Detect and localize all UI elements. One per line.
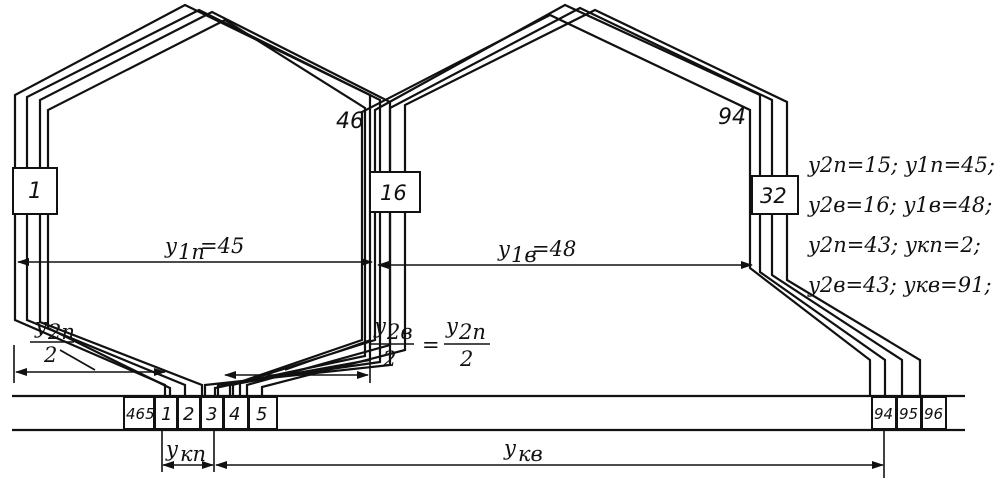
top-label-46: 46 [336, 109, 364, 134]
segment-465-label: 465 [126, 405, 155, 423]
coil-side-16-label: 16 [380, 181, 407, 205]
dimension-y2n-half: y 2п 2 [13, 314, 166, 383]
segment-4-label: 4 [229, 404, 240, 425]
y1n-subscript: 1п [178, 240, 205, 264]
formula-line-4: y2в=43; yкв=91; [807, 273, 992, 297]
y2v-half-symbol: y [373, 314, 387, 338]
equals-sign: = [422, 333, 440, 357]
segment-94-label: 94 [874, 405, 893, 423]
coil-side-16 [369, 171, 421, 213]
segment-96-label: 96 [924, 405, 943, 423]
segment-5-label: 5 [256, 404, 267, 425]
segment-2-label: 2 [183, 404, 194, 425]
y1n-symbol: y [164, 234, 178, 258]
coil-side-1 [12, 167, 58, 215]
segment-95-label: 95 [899, 405, 918, 423]
ykv-subscript: кв [518, 442, 543, 466]
dimension-y2v-half: y 2в 2 = y 2п 2 [224, 310, 490, 383]
segment-96 [921, 396, 947, 430]
formula-line-1: y2п=15; y1п=45; [807, 153, 995, 177]
coil-side-32 [751, 175, 799, 215]
dimension-y1n: y 1п =45 [17, 234, 373, 266]
y1v-value: =48 [532, 237, 576, 261]
segment-94 [871, 396, 897, 430]
segment-4 [223, 396, 249, 430]
commutator-segments-left: 465 1 2 3 4 5 [123, 396, 278, 430]
y2v-half-denominator: 2 [382, 347, 396, 371]
y2n-half-b-symbol: y [445, 314, 459, 338]
segment-1-label: 1 [161, 404, 172, 425]
ykv-symbol: y [503, 436, 517, 460]
y2n-half-b-subscript: 2п [458, 320, 486, 344]
formula-line-2: y2в=16; y1в=48; [807, 193, 992, 217]
dimension-ykn: y кп [161, 430, 215, 472]
y2n-half-symbol: y [34, 314, 48, 338]
ykn-subscript: кп [180, 442, 206, 466]
commutator-segments-right: 94 95 96 [871, 396, 947, 430]
coil-side-1-label: 1 [28, 179, 42, 204]
y2n-half-b-denominator: 2 [459, 347, 473, 371]
y2n-half-subscript: 2п [47, 320, 75, 344]
top-label-94: 94 [718, 105, 746, 130]
dimension-y1v: y 1в =48 [377, 237, 753, 269]
y1v-subscript: 1в [511, 243, 537, 267]
formula-line-3: y2п=43; yкп=2; [807, 233, 981, 257]
dimension-ykv: y кв [215, 430, 885, 478]
y1v-symbol: y [497, 237, 511, 261]
y2n-half-denominator: 2 [43, 343, 57, 367]
ykn-symbol: y [165, 437, 179, 461]
coil-side-32-label: 32 [760, 184, 787, 208]
segment-5 [248, 396, 278, 430]
formula-block: y2п=15; y1п=45; y2в=16; y1в=48; y2п=43; … [807, 153, 995, 297]
y2v-half-subscript: 2в [386, 320, 413, 344]
y1n-value: =45 [200, 234, 244, 258]
segment-3-label: 3 [206, 404, 217, 425]
